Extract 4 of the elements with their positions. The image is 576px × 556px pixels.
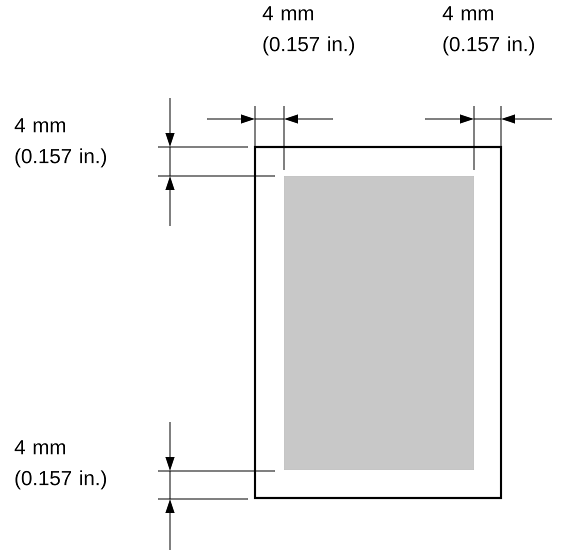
- dimension-label: 4 mm (0.157 in.): [442, 6, 534, 56]
- dimension-label: 4 mm (0.157 in.): [262, 6, 354, 56]
- dimension-label: 4 mm (0.157 in.): [14, 118, 106, 168]
- dimension-label: 4 mm (0.157 in.): [14, 440, 106, 490]
